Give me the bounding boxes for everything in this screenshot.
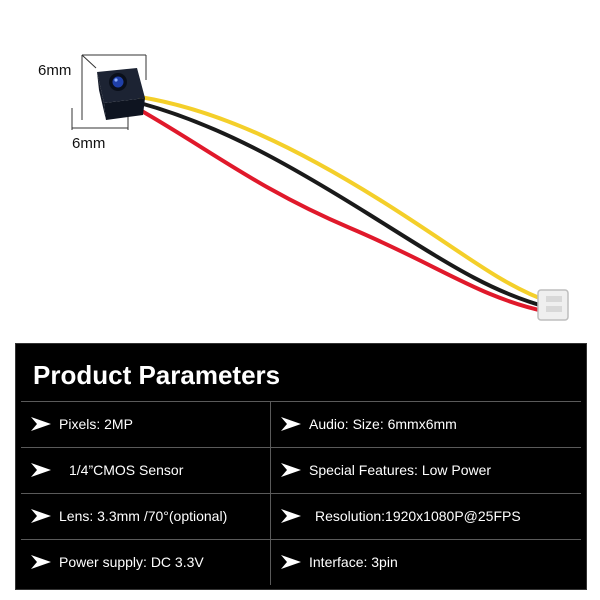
grid-line — [21, 493, 581, 494]
grid-line — [21, 539, 581, 540]
product-photo — [71, 54, 569, 321]
arrow-icon — [31, 463, 51, 477]
param-text: Audio: Size: 6mmx6mm — [309, 416, 457, 432]
param-sensor: 1/4”CMOS Sensor — [31, 447, 267, 493]
param-special-features: Special Features: Low Power — [281, 447, 577, 493]
param-power-supply: Power supply: DC 3.3V — [31, 539, 267, 585]
arrow-icon — [281, 463, 301, 477]
jst-connector — [537, 289, 569, 321]
grid-divider — [270, 401, 271, 585]
param-text: 1/4”CMOS Sensor — [69, 462, 184, 478]
dimension-label-top: 6mm — [38, 62, 72, 79]
dimension-label-bottom: 6mm — [72, 135, 106, 152]
param-text: Pixels: 2MP — [59, 416, 133, 432]
grid-line — [21, 401, 581, 402]
param-text: Interface: 3pin — [309, 554, 398, 570]
dimension-lines — [71, 54, 147, 130]
param-text: Lens: 3.3mm /70°(optional) — [59, 508, 228, 524]
arrow-icon — [281, 509, 301, 523]
param-size: Audio: Size: 6mmx6mm — [281, 401, 577, 447]
parameters-grid: Pixels: 2MP 1/4”CMOS Sensor Lens: 3.3mm … — [21, 401, 581, 585]
grid-line — [21, 447, 581, 448]
arrow-icon — [281, 555, 301, 569]
camera-module — [97, 68, 145, 120]
param-pixels: Pixels: 2MP — [31, 401, 267, 447]
arrow-icon — [31, 509, 51, 523]
arrow-icon — [281, 417, 301, 431]
param-resolution: Resolution:1920x1080P@25FPS — [281, 493, 577, 539]
param-interface: Interface: 3pin — [281, 539, 577, 585]
param-text: Special Features: Low Power — [309, 462, 492, 478]
param-text: Resolution:1920x1080P@25FPS — [315, 508, 521, 524]
product-parameters-panel: Product Parameters Pixels: 2MP 1/4”CMOS … — [15, 343, 587, 590]
param-lens: Lens: 3.3mm /70°(optional) — [31, 493, 267, 539]
wire-bundle — [138, 95, 552, 314]
arrow-icon — [31, 555, 51, 569]
arrow-icon — [31, 417, 51, 431]
param-text: Power supply: DC 3.3V — [59, 554, 204, 570]
panel-title: Product Parameters — [33, 360, 281, 390]
